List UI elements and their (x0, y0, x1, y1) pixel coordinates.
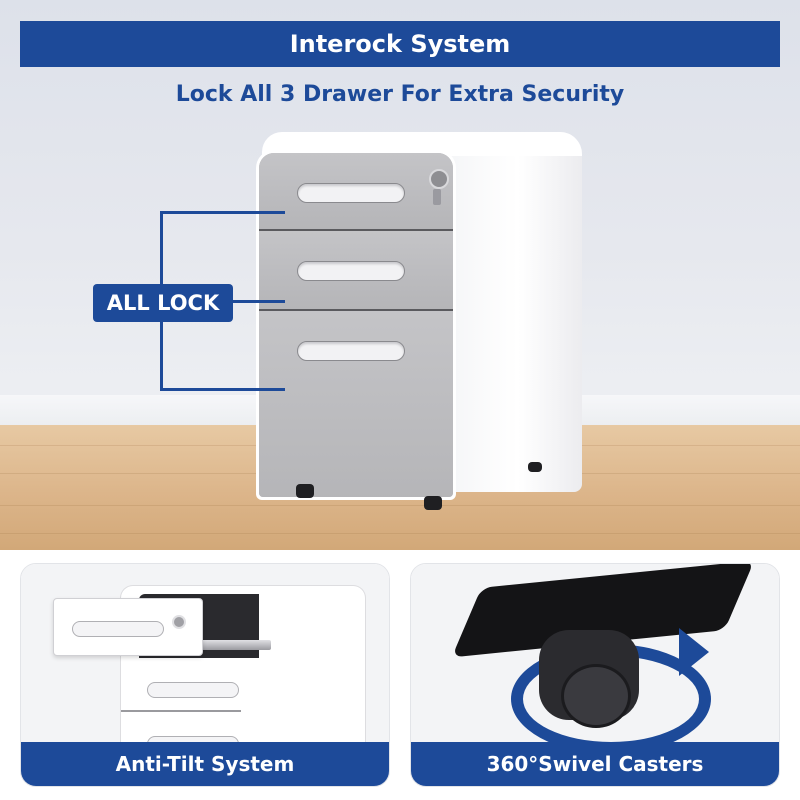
feature-card-swivel-casters: 360°Swivel Casters (410, 563, 780, 787)
callout-line-middle (233, 300, 285, 303)
feature-label-bar: Anti-Tilt System (21, 742, 389, 786)
drawer-handle (297, 341, 405, 361)
lock-icon (429, 169, 449, 189)
drawer-bottom (259, 311, 453, 497)
page-title: Interock System (289, 30, 511, 58)
caster-illustration (411, 564, 779, 754)
drawer-handle (297, 261, 405, 281)
rotation-arrow-icon (679, 628, 709, 676)
callout-line-top (160, 211, 285, 214)
drawer-handle (297, 183, 405, 203)
caster-wheel-icon (296, 484, 314, 498)
title-banner: Interock System (20, 21, 780, 67)
drawer-handle (147, 682, 239, 698)
all-lock-badge: ALL LOCK (93, 284, 233, 322)
key-icon (433, 189, 441, 205)
feature-label: Anti-Tilt System (115, 752, 295, 776)
feature-card-anti-tilt: Anti-Tilt System (20, 563, 390, 787)
callout-line-bottom (160, 388, 285, 391)
drawer-top (259, 153, 453, 231)
page-subtitle: Lock All 3 Drawer For Extra Security (175, 82, 625, 107)
all-lock-label: ALL LOCK (106, 291, 220, 315)
drawer-divider (121, 710, 241, 712)
caster-wheel-icon (528, 462, 542, 472)
anti-tilt-illustration (21, 564, 389, 756)
caster-wheel-icon (424, 496, 442, 510)
hero-scene: Interock System Lock All 3 Drawer For Ex… (0, 0, 800, 550)
lock-icon (172, 615, 186, 629)
feature-label: 360°Swivel Casters (486, 752, 704, 776)
drawer-handle (72, 621, 164, 637)
open-drawer (53, 598, 203, 656)
drawer-rail (171, 640, 271, 650)
cabinet-side-panel (440, 132, 582, 492)
cabinet-front (256, 150, 456, 500)
drawer-middle (259, 231, 453, 311)
feature-label-bar: 360°Swivel Casters (411, 742, 779, 786)
caster-wheel-icon (561, 664, 631, 728)
